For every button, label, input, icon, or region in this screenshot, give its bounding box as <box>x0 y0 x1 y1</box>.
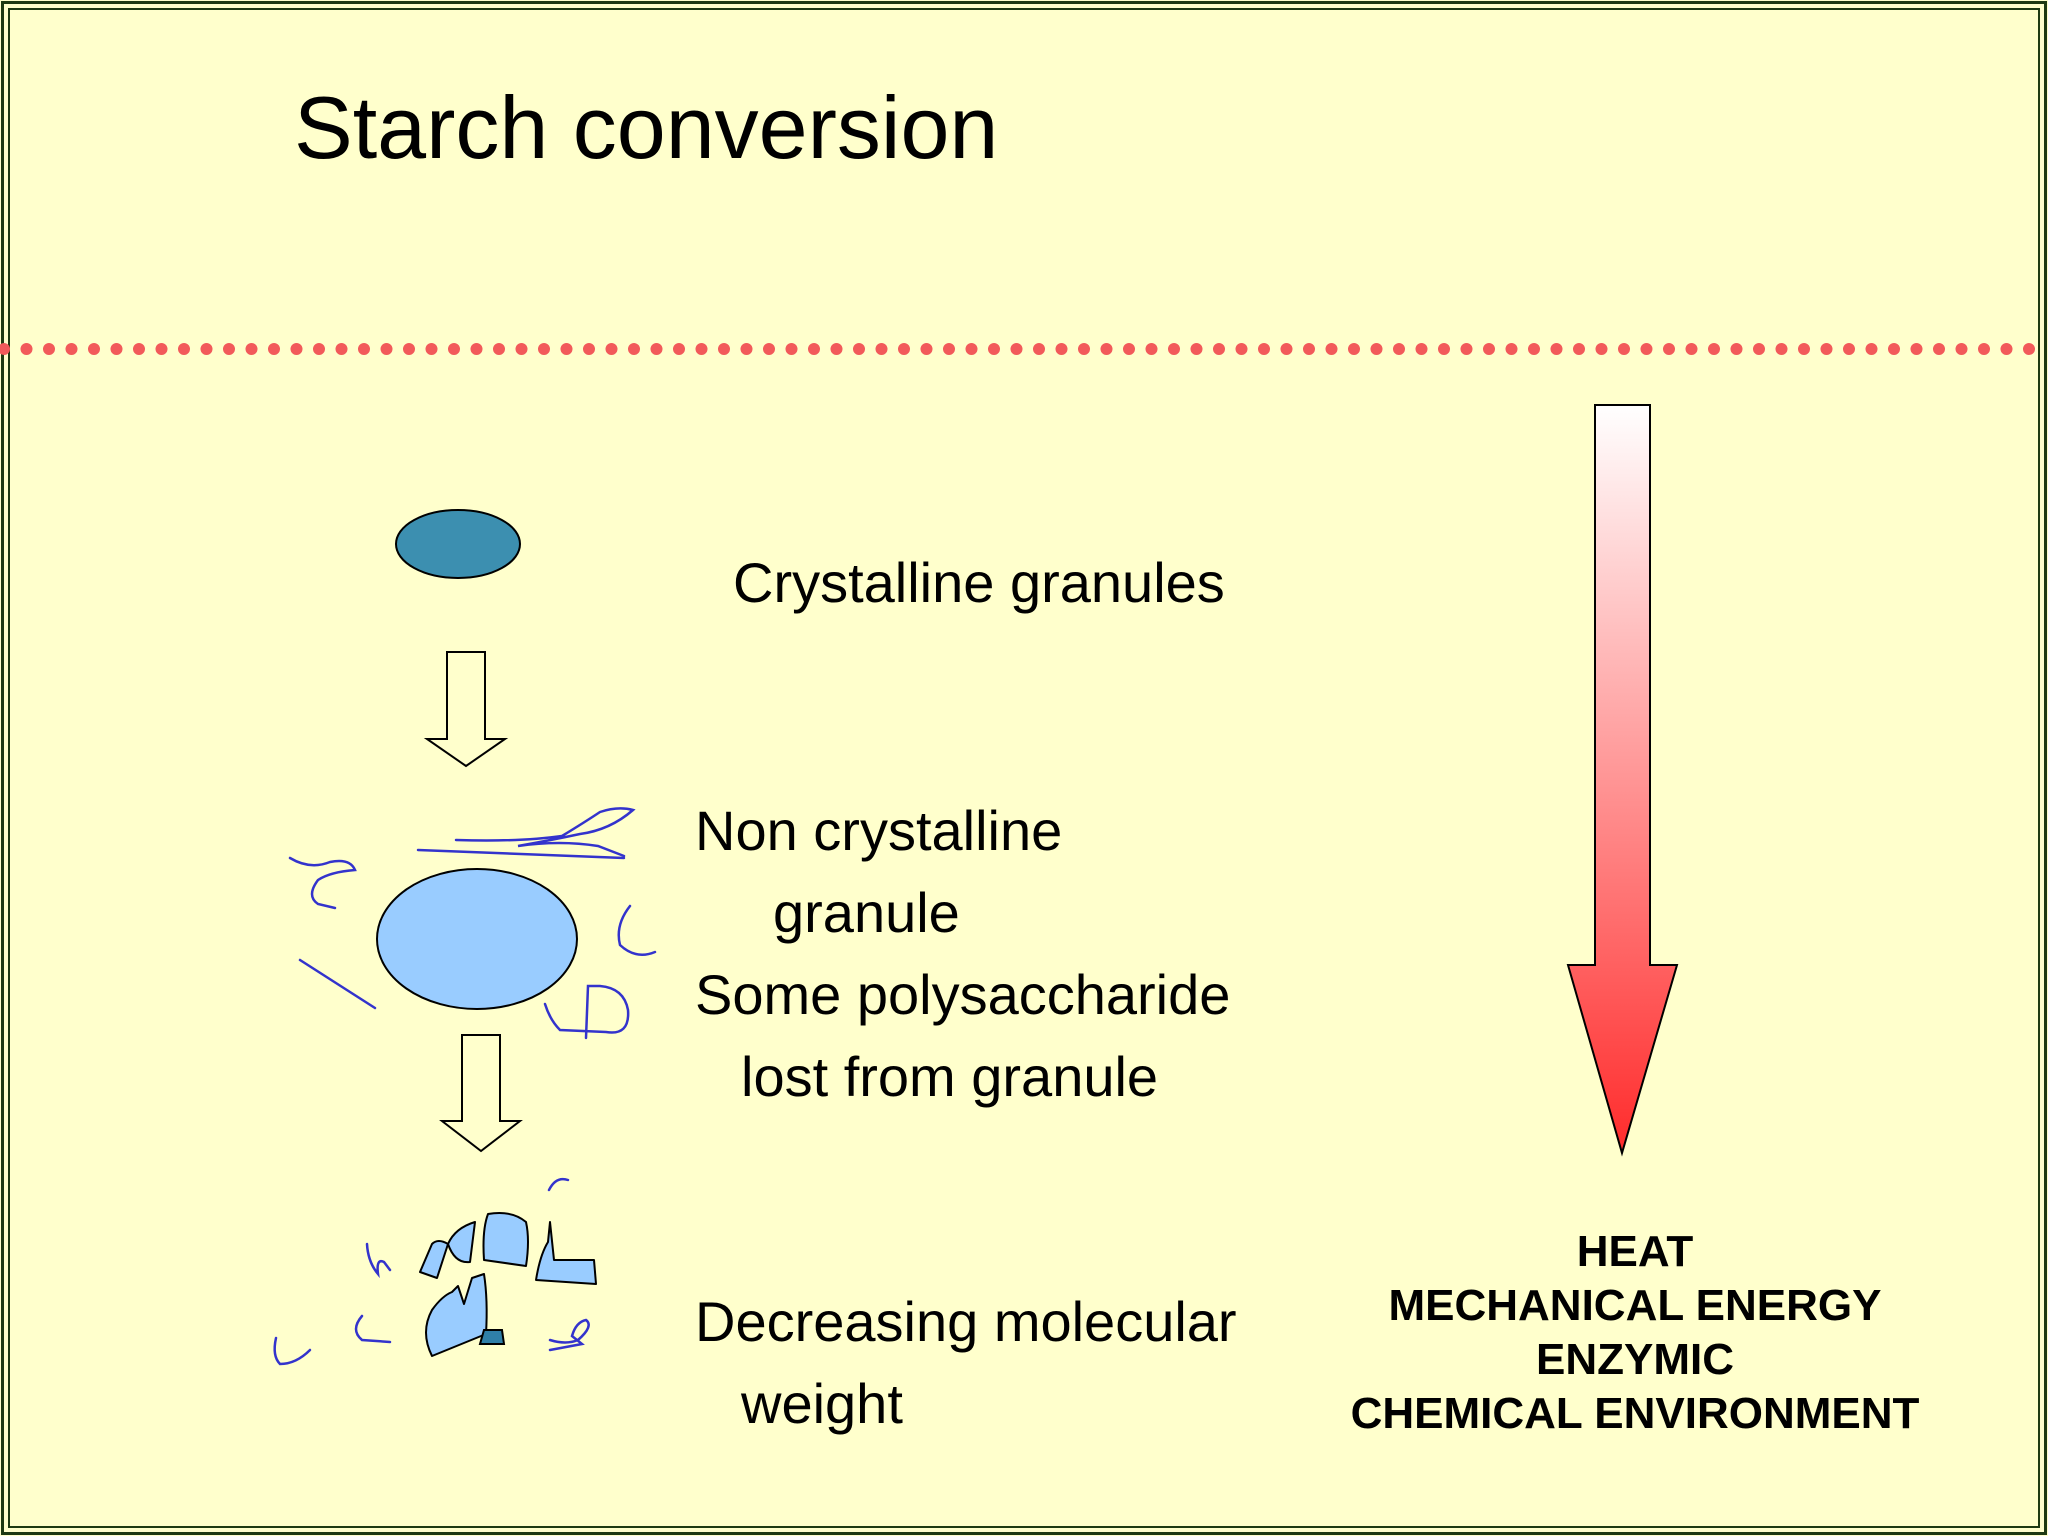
factor-enzymic: ENZYMIC <box>1536 1335 1734 1384</box>
swollen-granule <box>376 868 578 1010</box>
fragment <box>425 1273 488 1357</box>
stage-3-label-line-1: Decreasing molecular <box>695 1290 1237 1353</box>
stage-2-label-line-2: granule <box>773 881 960 944</box>
fragment <box>478 1329 506 1345</box>
fragment <box>535 1221 597 1285</box>
stage-2-label-line-4: lost from granule <box>741 1045 1159 1108</box>
factor-chemical-environment: CHEMICAL ENVIRONMENT <box>1350 1389 1920 1438</box>
down-arrow-2 <box>439 1034 523 1153</box>
stage-1-label: Crystalline granules <box>733 551 1225 614</box>
fragment <box>419 1240 449 1279</box>
stage-3-label-line-2: weight <box>741 1372 903 1435</box>
starch-fragments-group <box>273 1177 597 1366</box>
down-arrow-1 <box>423 651 509 768</box>
stage-2-label-line-1: Non crystalline <box>695 799 1063 862</box>
factor-heat: HEAT <box>1576 1227 1694 1276</box>
slide-border-inner <box>8 8 2040 1528</box>
fragment-strands <box>273 1177 590 1366</box>
process-direction-arrow <box>1566 404 1679 1157</box>
conversion-factors: HEAT MECHANICAL ENERGY ENZYMIC CHEMICAL … <box>1305 1225 1965 1441</box>
stage-2-label-line-3: Some polysaccharide <box>695 963 1231 1026</box>
factor-mechanical-energy: MECHANICAL ENERGY <box>1388 1281 1882 1330</box>
non-crystalline-granule-group <box>288 807 657 1040</box>
fragment <box>447 1221 476 1264</box>
polysaccharide-strands <box>288 807 657 1040</box>
slide-title: Starch conversion <box>294 78 999 177</box>
crystalline-granule <box>395 509 521 579</box>
fragment <box>482 1212 529 1267</box>
